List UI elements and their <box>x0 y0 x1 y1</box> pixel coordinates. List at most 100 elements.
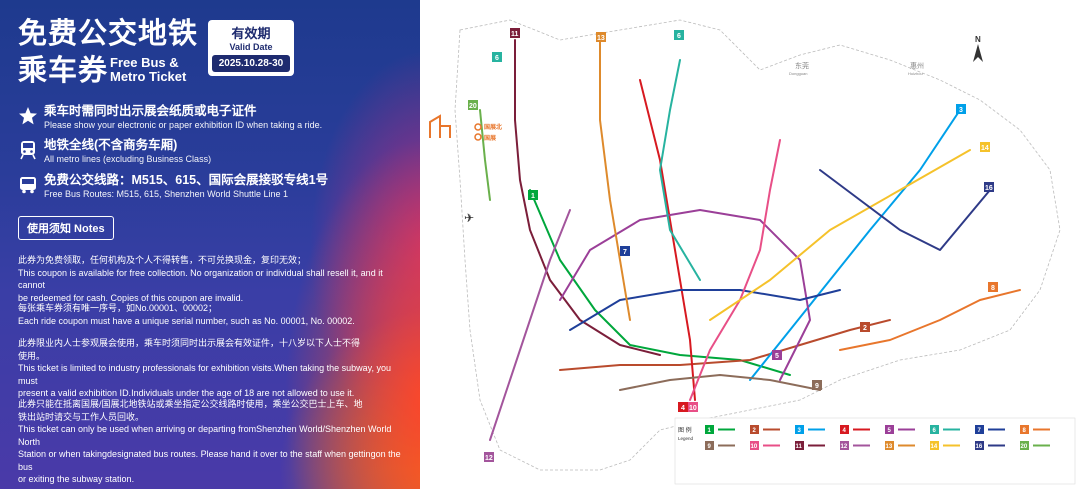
note-item-2: 每张乘车券须有唯一序号，如No.00001、00002； Each ride c… <box>18 302 408 327</box>
svg-text:1: 1 <box>708 428 712 434</box>
line-14 <box>709 149 971 321</box>
svg-text:3: 3 <box>959 107 963 114</box>
notes-label: 使用须知 Notes <box>18 216 114 240</box>
legend-title: 图 例 <box>678 426 692 434</box>
shenzhen-world-highlight: 国展北 国展 <box>429 114 502 142</box>
line-badge-7: 7 <box>620 246 630 256</box>
svg-text:20: 20 <box>1021 444 1028 450</box>
svg-text:11: 11 <box>511 31 519 38</box>
note-en: This coupon is available for free collec… <box>18 267 383 291</box>
svg-text:5: 5 <box>888 428 892 434</box>
legend-line-3: 3 <box>795 425 825 434</box>
line-badge-4: 4 <box>678 402 688 412</box>
legend-line-5: 5 <box>885 425 915 434</box>
svg-text:20: 20 <box>469 103 477 110</box>
note-item-1: 此券为免费领取，任何机构及个人不得转售，不可兑换现金，复印无效； This co… <box>18 254 408 304</box>
line-5 <box>559 209 811 381</box>
ticket-title-cn: 免费公交地铁 乘车券 <box>18 16 198 90</box>
info-cn: 地铁全线(不含商务车厢) <box>44 138 178 152</box>
line-badge-11: 11 <box>510 28 520 38</box>
note-en: be redeemed for cash. Copies of this cou… <box>18 292 244 303</box>
line-6 <box>659 59 701 281</box>
legend-line-13: 13 <box>885 441 915 450</box>
legend-line-10: 10 <box>750 441 780 450</box>
station-guozhanbei: 国展北 <box>484 123 502 131</box>
svg-text:8: 8 <box>991 285 995 292</box>
title-en-line1: Free Bus & <box>110 55 179 70</box>
svg-text:16: 16 <box>985 185 993 192</box>
star-icon <box>19 107 37 125</box>
svg-text:11: 11 <box>796 444 803 450</box>
valid-label-en: Valid Date <box>229 42 273 52</box>
svg-text:4: 4 <box>681 405 685 412</box>
legend-line-6: 6 <box>930 425 960 434</box>
svg-text:3: 3 <box>798 428 802 434</box>
line-badge-9: 9 <box>812 380 822 390</box>
line-12 <box>489 209 571 441</box>
note-en: Each ride coupon must have a unique seri… <box>18 315 355 326</box>
line-badge-8: 8 <box>988 282 998 292</box>
svg-text:6: 6 <box>677 33 681 40</box>
region-dongguan: 东莞 <box>795 61 809 70</box>
line-8 <box>839 289 1021 351</box>
metro-icon <box>20 141 36 160</box>
note-en: This ticket is limited to industry profe… <box>18 363 391 386</box>
line-badge-5: 5 <box>772 350 782 360</box>
valid-date-box: 有效期 Valid Date 2025.10.28-30 <box>208 20 294 76</box>
info-en: All metro lines (excluding Business Clas… <box>44 154 212 164</box>
legend-line-2: 2 <box>750 425 780 434</box>
station-guozhan-marker <box>474 133 482 141</box>
info-row-bus: 免费公交线路：M515、615、国际会展接驳专线1号 Free Bus Rout… <box>18 173 328 200</box>
svg-text:6: 6 <box>933 428 937 434</box>
svg-text:14: 14 <box>931 444 938 450</box>
legend-line-1: 1 <box>705 425 735 434</box>
station-guozhanbei-marker <box>474 123 482 131</box>
note-cn: 每张乘车券须有唯一序号，如No.00001、00002； <box>18 303 218 313</box>
info-en: Free Bus Routes: M515, 615, Shenzhen Wor… <box>44 189 288 199</box>
legend-title-en: Legend <box>678 436 694 441</box>
region-huizhou: 惠州 <box>910 61 924 70</box>
metro-lines <box>479 39 1021 441</box>
legend-line-4: 4 <box>840 425 870 434</box>
line-badge-12: 12 <box>484 452 494 462</box>
region-huizhou-en: Huizhou <box>908 71 923 76</box>
line-badge-3: 3 <box>956 104 966 114</box>
line-badge-6: 6 <box>492 52 502 62</box>
ticket-info-panel: 免费公交地铁 乘车券 Free Bus & Metro Ticket 有效期 V… <box>0 0 420 489</box>
line-badge-10: 10 <box>688 402 698 412</box>
svg-text:6: 6 <box>495 55 499 62</box>
line-20 <box>479 109 491 201</box>
metro-map: 东莞 Dongguan 惠州 Huizhou N <box>429 19 1076 485</box>
legend-line-8: 8 <box>1020 425 1050 434</box>
svg-text:4: 4 <box>843 428 847 434</box>
line-2 <box>559 319 891 371</box>
svg-text:16: 16 <box>976 444 983 450</box>
line-badge-2: 2 <box>860 322 870 332</box>
legend-line-11: 11 <box>795 441 825 450</box>
svg-text:9: 9 <box>815 383 819 390</box>
legend-line-20: 20 <box>1020 441 1050 450</box>
legend-line-16: 16 <box>975 441 1005 450</box>
info-row-exhibition-id: 乘车时需同时出示展会纸质或电子证件 Please show your elect… <box>18 104 322 131</box>
line-badge-6: 6 <box>674 30 684 40</box>
line-9 <box>619 374 821 391</box>
note-item-3: 此券限业内人士参观展会使用，乘车时须同时出示展会有效证件，十八岁以下人士不得 使… <box>18 337 408 400</box>
svg-text:5: 5 <box>775 353 779 360</box>
note-item-4: 此券只能在抵离国展/国展北地铁站或乘坐指定公交线路时使用，乘坐公交巴士上车、地 … <box>18 398 408 486</box>
title-en-line2: Metro Ticket <box>110 69 187 84</box>
line-16 <box>819 169 991 251</box>
svg-text:14: 14 <box>981 145 989 152</box>
airport-icon: ✈ <box>464 211 474 225</box>
svg-text:2: 2 <box>753 428 757 434</box>
svg-text:12: 12 <box>841 444 848 450</box>
building-icon <box>429 114 451 138</box>
line-7 <box>569 289 841 331</box>
note-cn: 此券限业内人士参观展会使用，乘车时须同时出示展会有效证件，十八岁以下人士不得 <box>18 338 361 348</box>
metro-map-panel: 东莞 Dongguan 惠州 Huizhou N <box>420 0 1080 489</box>
svg-text:13: 13 <box>597 35 605 42</box>
note-cn: 此券只能在抵离国展/国展北地铁站或乘坐指定公交线路时使用，乘坐公交巴士上车、地 <box>18 399 363 409</box>
